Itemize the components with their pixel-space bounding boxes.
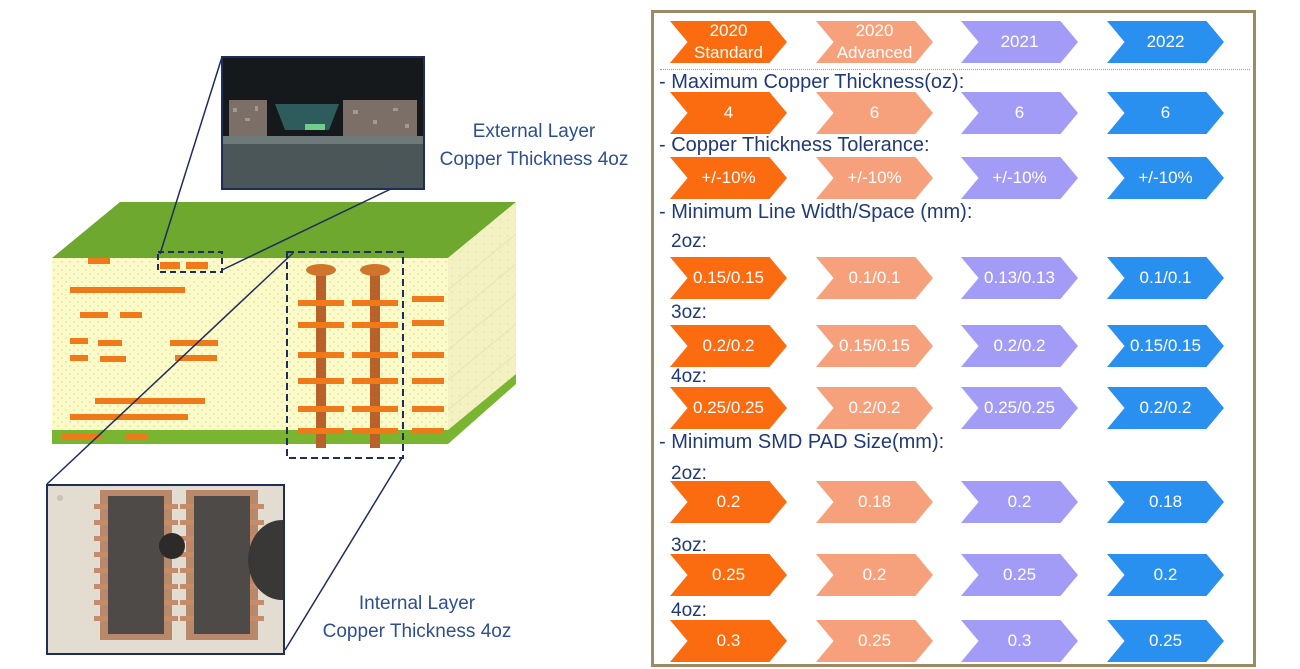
smd-3oz-label: 3oz:	[671, 535, 707, 556]
cell-lw-3oz-2022: 0.15/0.15	[1107, 325, 1224, 367]
cell-max-copper-2020-advanced: 6	[816, 92, 933, 134]
pcb-front-face	[52, 258, 448, 440]
pcb-top-face	[52, 202, 516, 258]
cell-smd-3oz-2020-standard: 0.25	[670, 554, 787, 596]
internal-layer-caption: Internal Layer Copper Thickness 4oz	[302, 590, 532, 646]
cell-max-copper-2021: 6	[961, 92, 1078, 134]
cell-smd-2oz-2022: 0.18	[1107, 481, 1224, 523]
surface-traces	[88, 258, 208, 269]
internal-caption-line1: Internal Layer	[358, 593, 476, 614]
external-caption-line2: Copper Thickness 4oz	[439, 149, 629, 170]
cell-smd-4oz-2022: 0.25	[1107, 620, 1224, 662]
pcb-side-face	[448, 202, 516, 444]
cell-lw-2oz-2020-advanced: 0.1/0.1	[816, 257, 933, 299]
section-tolerance-title: - Copper Thickness Tolerance:	[659, 134, 930, 156]
smd-4oz-label: 4oz:	[671, 600, 707, 621]
cell-lw-3oz-2020-standard: 0.2/0.2	[670, 325, 787, 367]
cell-tolerance-2022: +/-10%	[1107, 157, 1224, 199]
cell-lw-3oz-2021: 0.2/0.2	[961, 325, 1078, 367]
internal-callout-box	[286, 251, 404, 459]
cell-tolerance-2020-advanced: +/-10%	[816, 157, 933, 199]
cell-max-copper-2020-standard: 4	[670, 92, 787, 134]
external-caption-line1: External Layer	[472, 121, 596, 142]
cell-lw-2oz-2021: 0.13/0.13	[961, 257, 1078, 299]
cell-lw-2oz-2022: 0.1/0.1	[1107, 257, 1224, 299]
cell-smd-4oz-2020-advanced: 0.25	[816, 620, 933, 662]
cell-smd-3oz-2021: 0.25	[961, 554, 1078, 596]
section-max-copper-title: - Maximum Copper Thickness(oz):	[659, 71, 965, 93]
line-width-3oz-label: 3oz:	[671, 302, 707, 323]
cell-smd-2oz-2020-advanced: 0.18	[816, 481, 933, 523]
cell-tolerance-2021: +/-10%	[961, 157, 1078, 199]
header-2022: 2022	[1107, 21, 1224, 63]
cell-tolerance-2020-standard: +/-10%	[670, 157, 787, 199]
header-2021: 2021	[961, 21, 1078, 63]
internal-caption-line2: Copper Thickness 4oz	[322, 621, 512, 642]
external-layer-caption: External Layer Copper Thickness 4oz	[428, 118, 640, 174]
cell-smd-3oz-2020-advanced: 0.2	[816, 554, 933, 596]
cell-smd-2oz-2021: 0.2	[961, 481, 1078, 523]
section-line-width-title: - Minimum Line Width/Space (mm):	[659, 201, 973, 223]
vias	[298, 264, 398, 448]
cell-smd-4oz-2020-standard: 0.3	[670, 620, 787, 662]
cell-lw-3oz-2020-advanced: 0.15/0.15	[816, 325, 933, 367]
line-width-4oz-label: 4oz:	[671, 366, 707, 387]
external-callout-box	[157, 251, 223, 273]
cell-lw-4oz-2020-advanced: 0.2/0.2	[816, 387, 933, 429]
cell-lw-4oz-2020-standard: 0.25/0.25	[670, 387, 787, 429]
cell-smd-3oz-2022: 0.2	[1107, 554, 1224, 596]
cell-lw-4oz-2021: 0.25/0.25	[961, 387, 1078, 429]
cell-lw-2oz-2020-standard: 0.15/0.15	[670, 257, 787, 299]
internal-traces	[62, 287, 218, 439]
external-layer-photo	[221, 56, 425, 190]
cell-smd-2oz-2020-standard: 0.2	[670, 481, 787, 523]
smd-2oz-label: 2oz:	[671, 463, 707, 484]
section-smd-pad-title: - Minimum SMD PAD Size(mm):	[659, 431, 945, 453]
internal-layer-photo	[46, 484, 285, 655]
cell-max-copper-2022: 6	[1107, 92, 1224, 134]
line-width-2oz-label: 2oz:	[671, 231, 707, 252]
header-divider	[660, 69, 1250, 70]
spec-table-panel	[651, 10, 1256, 667]
cell-lw-4oz-2022: 0.2/0.2	[1107, 387, 1224, 429]
cell-smd-4oz-2021: 0.3	[961, 620, 1078, 662]
pcb-illustration	[46, 56, 517, 651]
